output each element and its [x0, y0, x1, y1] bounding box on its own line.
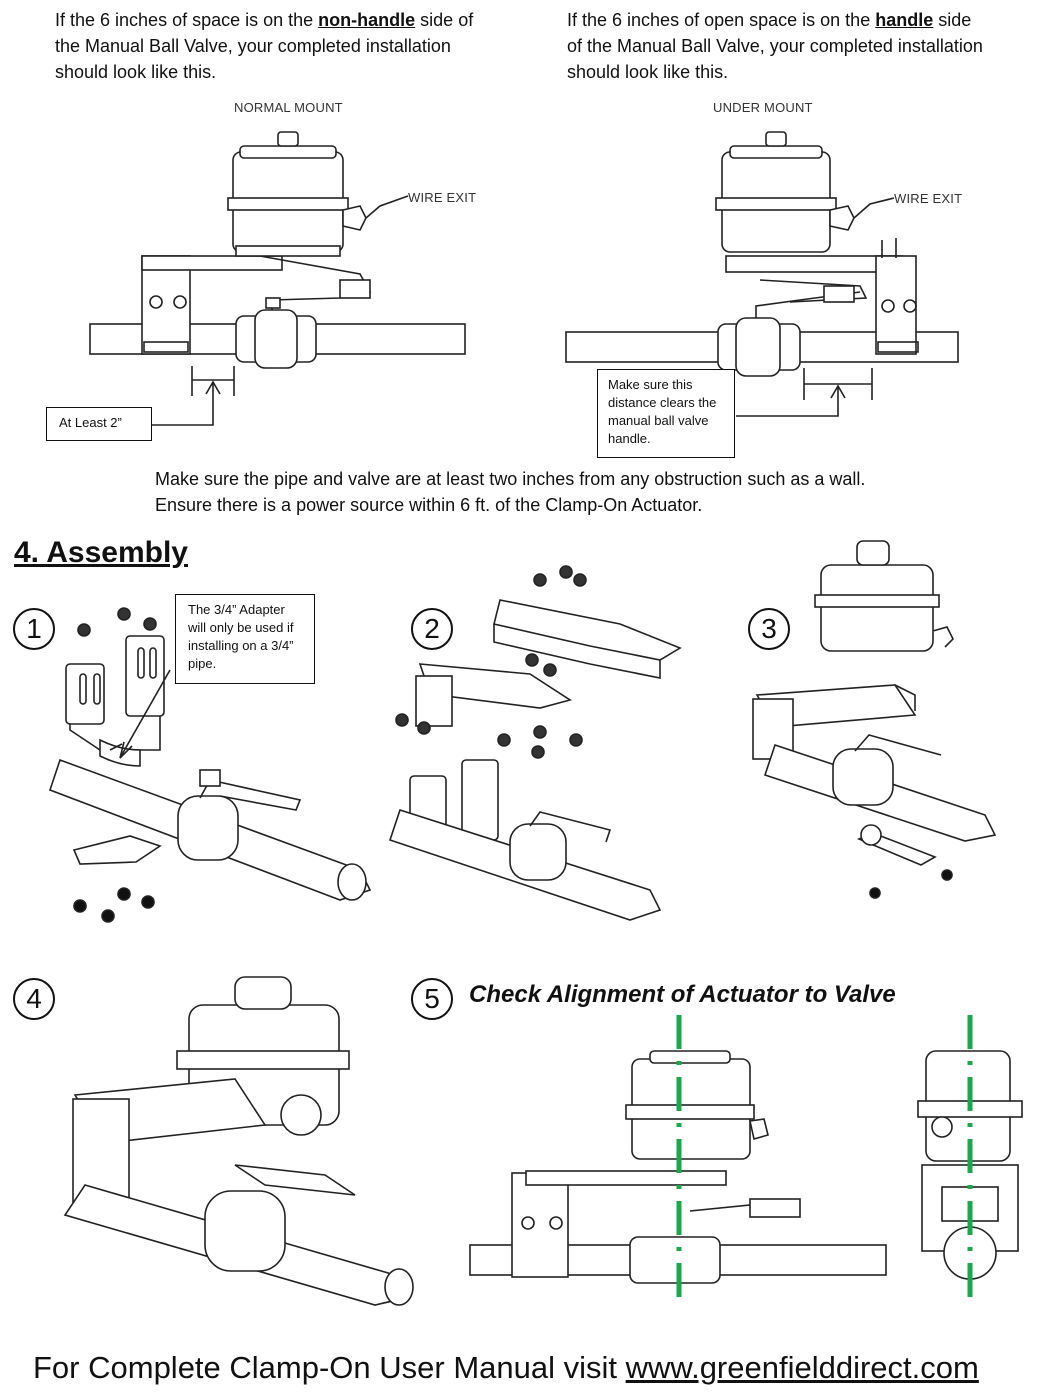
step-3-drawing [752, 540, 997, 899]
step-5-side-drawing [917, 1015, 1023, 1305]
step-3-number: 3 [748, 608, 790, 650]
footer-text: For Complete Clamp-On User Manual visit … [33, 1350, 979, 1385]
normal-mount-drawing [89, 131, 466, 426]
adapter-note: The 3/4” Adapter will only be used if in… [175, 594, 315, 684]
intro-left-text: If the 6 inches of space is on the non-h… [55, 10, 474, 82]
emphasis-handle: handle [875, 10, 934, 30]
power-source-note: Ensure there is a power source within 6 … [155, 495, 703, 515]
under-mount-drawing [565, 131, 959, 417]
step-2-drawing [388, 565, 682, 921]
step-4-number: 4 [13, 978, 55, 1020]
obstruction-note: Make sure the pipe and valve are at leas… [155, 469, 866, 489]
step-1-drawing [48, 607, 372, 923]
under-mount-title: UNDER MOUNT [713, 100, 813, 115]
manual-link[interactable]: www.greenfielddirect.com [625, 1350, 979, 1385]
under-wire-exit-label: WIRE EXIT [894, 191, 963, 206]
assembly-heading: 4. Assembly [14, 536, 188, 569]
normal-wire-exit-label: WIRE EXIT [408, 190, 477, 205]
emphasis-non-handle: non-handle [318, 10, 416, 30]
normal-mount-title: NORMAL MOUNT [234, 100, 343, 115]
handle-clearance-callout: Make sure this distance clears the manua… [597, 369, 735, 458]
step-4-drawing [63, 976, 414, 1306]
step-2-number: 2 [411, 608, 453, 650]
at-least-2-callout: At Least 2” [46, 407, 152, 441]
intro-right-text: If the 6 inches of open space is on the … [567, 10, 983, 82]
step-5-number: 5 [411, 978, 453, 1020]
step-5-front-drawing [469, 1015, 887, 1305]
step-1-number: 1 [13, 608, 55, 650]
alignment-title: Check Alignment of Actuator to Valve [469, 981, 896, 1008]
